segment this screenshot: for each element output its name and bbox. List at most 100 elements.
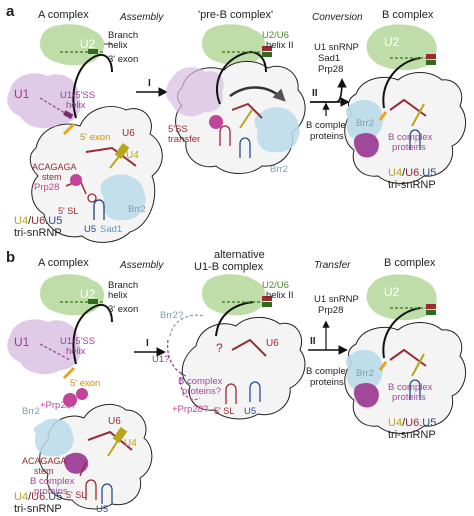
brr2-label: Brr2 bbox=[270, 164, 288, 175]
prp28-label: Prp28 bbox=[34, 182, 59, 193]
u1-q-dashed bbox=[167, 339, 187, 377]
u1-5ss-label-1: U1-5'SS bbox=[60, 336, 95, 347]
5-exon-strand bbox=[62, 122, 76, 136]
acagaga-label-1: ACAGAGA bbox=[22, 456, 67, 466]
pre-mrna-strand bbox=[72, 304, 113, 365]
bound-2: proteins bbox=[310, 377, 344, 388]
column-title: A complex bbox=[38, 9, 89, 21]
b-col2-alternative-u1-b-complex: alternative U1-B complex Brr2? U1? U2/U6… bbox=[152, 249, 306, 420]
branch-helix-label-1: Branch bbox=[108, 280, 138, 291]
u1-label: U1 bbox=[14, 335, 30, 349]
prp28-protein bbox=[63, 393, 77, 407]
u1-snrnp-blob bbox=[7, 319, 81, 375]
b-proteins-label-2: proteins bbox=[34, 486, 68, 497]
tri-snrnp-caption: tri-snRNP bbox=[388, 179, 436, 191]
u2-snrnp-blob bbox=[40, 24, 105, 66]
u4u6u5-caption: U4/U6.U5 bbox=[14, 491, 62, 503]
u4-caption: U4 bbox=[14, 215, 28, 227]
u5-loop bbox=[93, 199, 105, 220]
branch-site-box bbox=[88, 299, 98, 304]
helix-ii-label-2: helix II bbox=[266, 40, 293, 51]
prp28-protein bbox=[70, 174, 82, 186]
5ss-transfer-label-2: transfer bbox=[168, 134, 200, 145]
u1-snrnp-blob bbox=[7, 73, 81, 129]
b-proteins-label-1: B complex bbox=[30, 476, 75, 487]
5sl-label: 5' SL bbox=[58, 206, 78, 216]
brr2-blob bbox=[345, 349, 383, 391]
branch-site-box bbox=[88, 49, 98, 54]
brr2-q-dashed bbox=[169, 314, 205, 337]
u6-rna bbox=[85, 146, 137, 167]
pre-mrna-strand bbox=[382, 307, 421, 359]
u2-snrnp-blob bbox=[40, 274, 105, 316]
slash-caption: / bbox=[28, 491, 32, 503]
u5-caption: U5 bbox=[48, 491, 62, 503]
a-col2-pre-b-complex: 'pre-B complex' Brr2 U2/U6 helix II 5'SS… bbox=[166, 9, 306, 175]
5sl-loop bbox=[225, 383, 237, 404]
sad1-label: Sad1 bbox=[100, 224, 122, 235]
dot-caption: . bbox=[419, 167, 422, 179]
b-step-assembly: Assembly I bbox=[119, 260, 166, 357]
u5-label: U5 bbox=[96, 504, 108, 515]
u1-snrnp-blob bbox=[166, 67, 224, 117]
brr2-blob bbox=[100, 174, 146, 221]
u5-loop bbox=[409, 379, 421, 400]
u2-label: U2 bbox=[384, 285, 400, 299]
column-title-2: U1-B complex bbox=[194, 261, 264, 273]
u2-snrnp-blob bbox=[202, 274, 266, 316]
u1-label: U1 bbox=[14, 87, 30, 101]
a-col3-b-complex: B complex U2 Brr2 B complex proteins U4/… bbox=[344, 9, 467, 191]
u2-snrnp-blob bbox=[202, 24, 266, 66]
5ss-transfer-label-1: 5'SS bbox=[168, 124, 188, 135]
helix-ii-box-red bbox=[262, 46, 272, 51]
tri-snrnp-caption: tri-snRNP bbox=[388, 429, 436, 441]
brr2-blob bbox=[345, 99, 383, 141]
u5-loop bbox=[409, 129, 421, 150]
b-proteins-q-label-1: B complex bbox=[178, 376, 223, 387]
step-label: Conversion bbox=[312, 12, 363, 23]
released-1: U1 snRNP bbox=[314, 42, 359, 53]
b-col3-b-complex: B complex U2 Brr2 B complex proteins U4/… bbox=[344, 257, 467, 441]
released-1: U1 snRNP bbox=[314, 294, 359, 305]
u4-label: U4 bbox=[124, 438, 137, 449]
5sl-label: 5' SL bbox=[214, 406, 234, 416]
u4-rna bbox=[411, 103, 425, 127]
u2-label: U2 bbox=[384, 35, 400, 49]
u1-strand bbox=[39, 343, 71, 361]
brr2-label: Brr2 bbox=[356, 368, 374, 379]
step-roman: II bbox=[312, 88, 318, 99]
released-2: Sad1 bbox=[318, 53, 340, 64]
u4-label: U4 bbox=[126, 150, 139, 161]
helix-ii-box-red bbox=[426, 304, 436, 309]
step-label: Assembly bbox=[119, 260, 164, 271]
brr2-label: Brr2 bbox=[356, 118, 374, 129]
u4u6u5-caption: U4/U6.U5 bbox=[14, 215, 62, 227]
slash-caption: / bbox=[402, 417, 406, 429]
panel-letter: a bbox=[6, 3, 15, 20]
bound-1: B complex bbox=[306, 120, 351, 131]
slash-caption: / bbox=[402, 167, 406, 179]
dot-caption: . bbox=[45, 215, 48, 227]
b-proteins-q-dashed bbox=[180, 371, 201, 401]
pre-mrna-strand bbox=[382, 57, 421, 109]
u1-strand bbox=[39, 97, 71, 117]
u4u6u5-caption: U4/U6.U5 bbox=[388, 417, 436, 429]
5-exon-strand bbox=[378, 361, 388, 371]
b-step-transfer: Transfer U1 snRNP Prp28 II B complex pro… bbox=[306, 260, 359, 388]
u6-rna bbox=[389, 98, 427, 117]
panel-a: a A complex U2 U1 Branch helix 3' exon U… bbox=[6, 3, 467, 243]
u6-caption: U6 bbox=[31, 491, 45, 503]
prp28-protein-2 bbox=[76, 388, 88, 400]
u4-rna bbox=[239, 109, 253, 129]
u5-label: U5 bbox=[84, 224, 96, 235]
step-label: Assembly bbox=[119, 12, 164, 23]
pre-mrna-strand bbox=[215, 301, 255, 337]
u4u6u5-caption: U4/U6.U5 bbox=[388, 167, 436, 179]
pre-mrna-strand bbox=[72, 54, 113, 119]
bound-1: B complex bbox=[306, 366, 351, 377]
brr2-q-label: Brr2? bbox=[160, 310, 183, 321]
dot-caption: . bbox=[419, 417, 422, 429]
helix-ii-label-1: U2/U6 bbox=[262, 30, 289, 41]
panel-letter: b bbox=[6, 249, 15, 266]
